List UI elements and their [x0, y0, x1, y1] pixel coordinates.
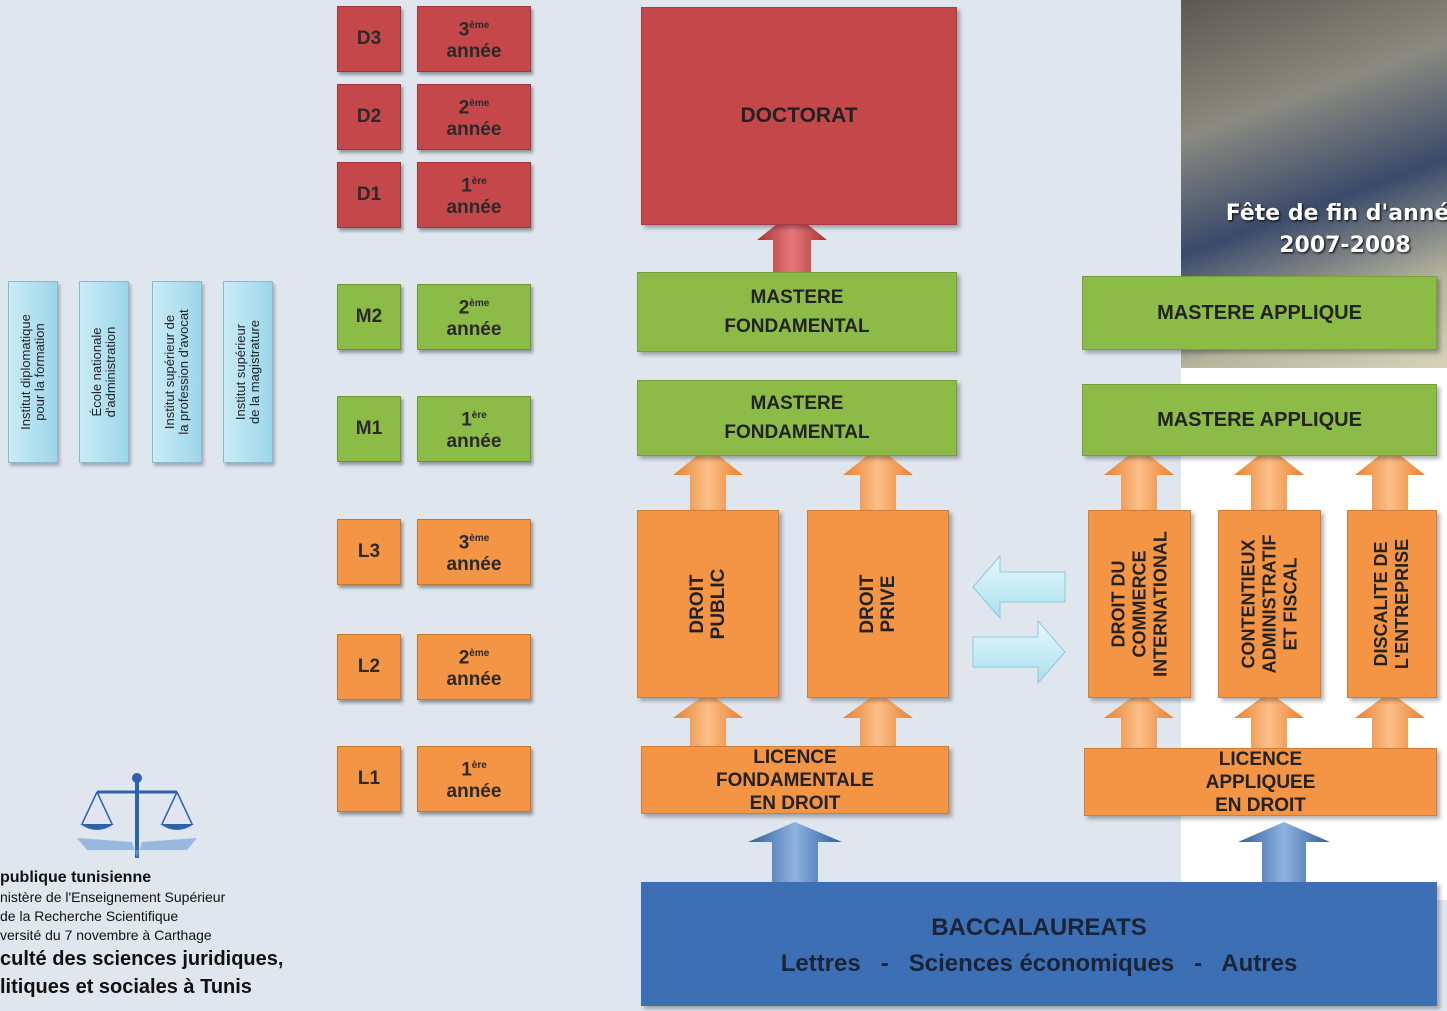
institution-text: publique tunisienne nistère de l'Enseign…	[0, 868, 330, 1001]
institute-ena: École nationale d'administration	[79, 281, 129, 463]
droit-prive-box: DROIT PRIVE	[807, 510, 949, 698]
doctorat-box: DOCTORAT	[641, 7, 957, 225]
specialty-commerce-international: DROIT DU COMMERCE INTERNATIONAL	[1088, 510, 1191, 698]
level-d3: D3	[337, 6, 401, 72]
mastere-fondamental-m2: MASTERE FONDAMENTAL	[637, 272, 957, 352]
droit-prive-label: DROIT PRIVE	[857, 574, 899, 634]
arrow-up-orange	[843, 692, 913, 748]
institute-avocat: Institut supérieur de la profession d'av…	[152, 281, 202, 463]
licence-fondamentale-box: LICENCE FONDAMENTALE EN DROIT	[641, 746, 949, 814]
specialty-label: CONTENTIEUX ADMINISTRATIF ET FISCAL	[1238, 534, 1300, 674]
specialty-contentieux: CONTENTIEUX ADMINISTRATIF ET FISCAL	[1218, 510, 1321, 698]
logo-line: versité du 7 novembre à Carthage	[0, 927, 212, 943]
arrow-up-orange	[1234, 447, 1304, 510]
arrow-up-blue	[748, 822, 842, 882]
mastere-applique-m2: MASTERE APPLIQUE	[1082, 276, 1437, 350]
level-m2: M2	[337, 284, 401, 350]
droit-public-box: DROIT PUBLIC	[637, 510, 779, 698]
level-m1: M1	[337, 396, 401, 462]
arrow-left-cyan	[972, 554, 1066, 620]
level-d2: D2	[337, 84, 401, 150]
bac-tracks: Lettres - Sciences économiques - Autres	[780, 950, 1298, 977]
arrow-up-orange	[1355, 447, 1425, 510]
logo-line: culté des sciences juridiques,	[0, 948, 284, 970]
baccalaureats-box: BACCALAUREATS Lettres - Sciences économi…	[641, 882, 1437, 1006]
institute-magistrature: Institut supérieur de la magistrature	[223, 281, 273, 463]
arrow-up-red	[757, 212, 827, 272]
logo-line: nistère de l'Enseignement Supérieur	[0, 889, 226, 905]
photo-caption-line1: Fête de fin d'année	[1225, 201, 1447, 226]
specialty-label: DROIT DU COMMERCE INTERNATIONAL	[1108, 531, 1170, 677]
logo-line: de la Recherche Scientifique	[0, 908, 179, 924]
droit-public-label: DROIT PUBLIC	[687, 568, 729, 640]
logo-line: litiques et sociales à Tunis	[0, 976, 252, 998]
arrow-up-blue	[1238, 822, 1330, 882]
level-d1: D1	[337, 162, 401, 228]
photo-caption: Fête de fin d'année 2007-2008	[1225, 198, 1447, 262]
licence-appliquee-box: LICENCE APPLIQUEE EN DROIT	[1084, 748, 1437, 816]
mastere-applique-m1: MASTERE APPLIQUE	[1082, 384, 1437, 456]
scales-of-justice-icon	[77, 773, 197, 858]
arrow-up-orange	[673, 447, 743, 510]
arrow-up-orange	[843, 447, 913, 510]
specialty-label: DISCALITE DE L'ENTREPRISE	[1371, 538, 1412, 670]
photo-caption-line2: 2007-2008	[1279, 233, 1411, 258]
logo-line: publique tunisienne	[0, 869, 152, 886]
arrow-up-orange	[1104, 692, 1174, 748]
institute-diplomatique: Institut diplomatique pour la formation	[8, 281, 58, 463]
arrow-up-orange	[1234, 692, 1304, 748]
bac-title: BACCALAUREATS	[931, 914, 1147, 941]
arrow-up-orange	[673, 692, 743, 748]
arrow-up-orange	[1355, 692, 1425, 748]
level-l1: L1	[337, 746, 401, 812]
arrow-right-cyan	[972, 619, 1066, 685]
level-l3: L3	[337, 519, 401, 585]
specialty-fiscalite: DISCALITE DE L'ENTREPRISE	[1347, 510, 1437, 698]
arrow-up-orange	[1104, 447, 1174, 510]
mastere-fondamental-m1: MASTERE FONDAMENTAL	[637, 380, 957, 456]
level-l2: L2	[337, 634, 401, 700]
